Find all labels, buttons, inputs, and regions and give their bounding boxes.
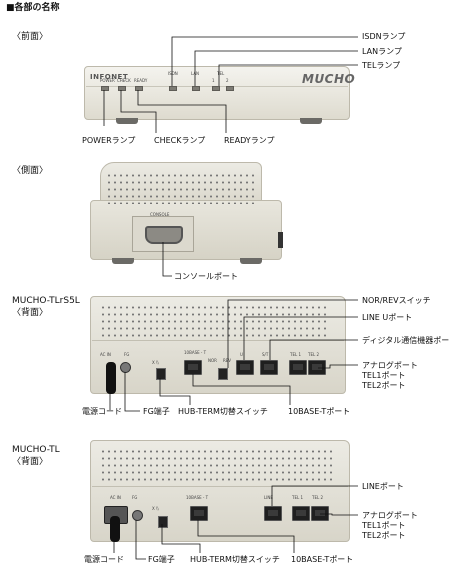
power-led (101, 86, 109, 91)
acin-label: AC IN (110, 495, 121, 500)
line-u-port[interactable] (236, 360, 254, 375)
10base-label: 10BASE - T (186, 495, 209, 500)
tel1-label: TEL 1 (292, 495, 304, 500)
tel2-port-callout: TEL2ポート (362, 531, 406, 540)
tel2-port[interactable] (311, 506, 329, 521)
led-label-check: CHECK (117, 78, 131, 83)
led-label-power: POWER (100, 78, 115, 83)
device-front-view: INFONET MUCHO POWER CHECK READY ISDN LAN… (84, 66, 355, 124)
fg-terminal-callout: FG端子 (143, 407, 170, 416)
analog-port-callout: アナログポート (362, 361, 418, 370)
check-lamp-callout: CHECKランプ (154, 136, 206, 145)
hub-term-switch-callout: HUB-TERM切替スイッチ (178, 407, 268, 416)
ready-led (135, 86, 143, 91)
10base-label: 10BASE - T (184, 350, 207, 355)
line-label: LINE (264, 495, 273, 500)
analog-port-callout: アナログポート (362, 511, 418, 520)
tel1-port[interactable] (292, 506, 310, 521)
line-port[interactable] (264, 506, 282, 521)
10base-t-port-callout: 10BASE-Tポート (288, 407, 351, 416)
device-side-view: CONSOLE (90, 162, 286, 266)
x-label: X \\ (152, 360, 159, 365)
tel1-port-callout: TEL1ポート (362, 521, 406, 530)
tel2-led (226, 86, 234, 91)
tel1-port[interactable] (289, 360, 307, 375)
console-port-label: CONSOLE (150, 212, 170, 217)
isdn-led (169, 86, 177, 91)
console-port[interactable] (145, 226, 183, 244)
vent-grille (106, 172, 256, 204)
digital-port-callout: ディジタル通信機器ポート (362, 336, 450, 345)
10base-t-port-callout: 10BASE-Tポート (291, 555, 354, 564)
tel1-label: TEL 1 (290, 352, 302, 357)
device-back-view-tl: AC IN FG X \\ 10BASE - T LINE TEL 1 TEL … (90, 440, 352, 544)
10base-t-port[interactable] (184, 360, 202, 375)
rev-label: REV (223, 358, 232, 363)
section-back1-model: MUCHO-TLrS5L (12, 296, 80, 306)
device-foot (240, 258, 262, 264)
mucho-logo: MUCHO (302, 72, 356, 86)
section-front-label: 〈前面〉 (12, 32, 49, 42)
led-label-ready: READY (134, 78, 148, 83)
10base-t-port[interactable] (190, 506, 208, 521)
console-port-callout: コンソールポート (174, 272, 238, 281)
device-back-view-tls5l: AC IN FG X \\ 10BASE - T NOR REV U S/T T… (90, 296, 348, 396)
led-label-isdn: ISDN (168, 71, 178, 76)
tel2-port[interactable] (308, 360, 326, 375)
vent-grille (100, 448, 334, 484)
section-side-label: 〈側面〉 (12, 166, 49, 176)
tel2-label: TEL 2 (308, 352, 320, 357)
fg-terminal-callout: FG端子 (148, 555, 175, 564)
section-back2-model: MUCHO-TL (12, 445, 60, 455)
fg-label: FG (132, 495, 138, 500)
acin-label: AC IN (100, 352, 111, 357)
tel-lamp-callout: TELランプ (362, 61, 401, 70)
tel1-port-callout: TEL1ポート (362, 371, 406, 380)
led-label-tel-2: 2 (226, 78, 229, 83)
u-label: U (240, 352, 243, 357)
vent-grille (100, 304, 330, 338)
line-u-port-callout: LINE Uポート (362, 313, 413, 322)
hub-term-switch[interactable] (158, 516, 168, 528)
device-foot (116, 118, 138, 124)
device-foot (112, 258, 134, 264)
check-led (118, 86, 126, 91)
section-back1-view: 〈背面〉 (12, 308, 49, 318)
infonet-logo: INFONET (90, 73, 129, 81)
line-port-callout: LINEポート (362, 482, 404, 491)
power-cord (110, 516, 120, 542)
fg-terminal[interactable] (132, 510, 143, 521)
led-label-tel: TEL (217, 71, 225, 76)
power-lamp-callout: POWERランプ (82, 136, 136, 145)
side-switch (278, 232, 283, 248)
led-label-tel-1: 1 (212, 78, 215, 83)
fg-terminal[interactable] (120, 362, 131, 373)
st-label: S/T (262, 352, 269, 357)
fg-label: FG (124, 352, 130, 357)
nor-label: NOR (208, 358, 217, 363)
digital-device-port[interactable] (260, 360, 278, 375)
isdn-lamp-callout: ISDNランプ (362, 32, 406, 41)
tel2-port-callout: TEL2ポート (362, 381, 406, 390)
ready-lamp-callout: READYランプ (224, 136, 275, 145)
power-cord-callout: 電源コード (84, 555, 124, 564)
section-back2-view: 〈背面〉 (12, 457, 49, 467)
tel2-label: TEL 2 (312, 495, 324, 500)
hub-term-switch-callout: HUB-TERM切替スイッチ (190, 555, 280, 564)
power-cord (106, 362, 116, 394)
device-foot (300, 118, 322, 124)
power-cord-callout: 電源コード (82, 407, 122, 416)
nor-rev-switch[interactable] (218, 368, 228, 380)
lan-led (192, 86, 200, 91)
tel1-led (212, 86, 220, 91)
hub-term-switch[interactable] (156, 368, 166, 380)
led-label-lan: LAN (191, 71, 200, 76)
lan-lamp-callout: LANランプ (362, 47, 402, 56)
page-title: ■各部の名称 (6, 3, 60, 13)
nor-rev-switch-callout: NOR/REVスイッチ (362, 296, 431, 305)
x-label: X \\ (152, 506, 159, 511)
